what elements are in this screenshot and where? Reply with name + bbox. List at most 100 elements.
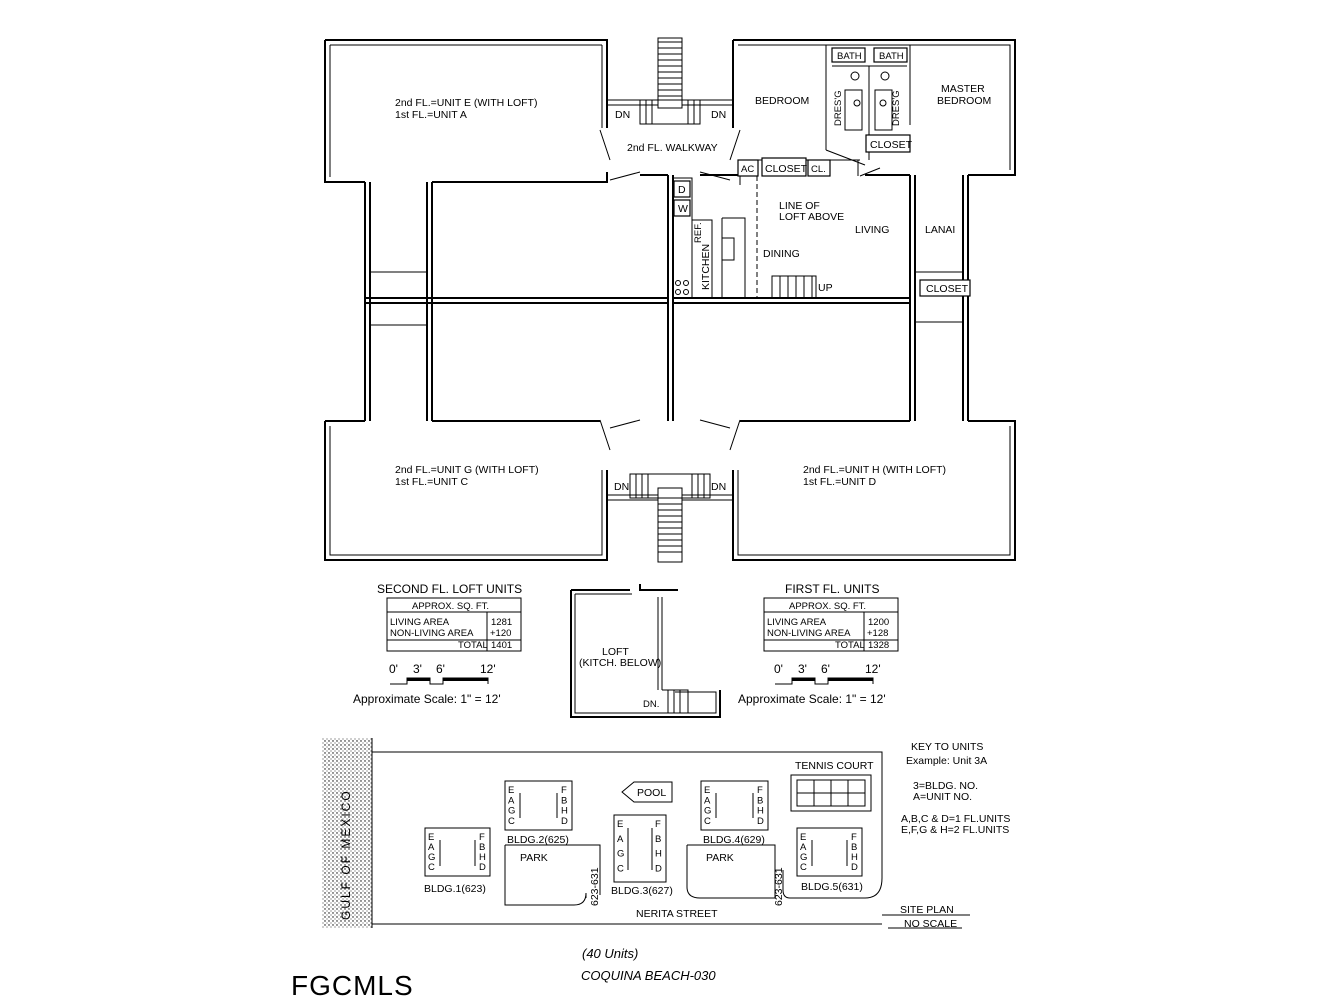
unit-ul-label-1st: 1st FL.=UNIT A	[395, 109, 467, 121]
key-unit: A=UNIT NO.	[913, 791, 972, 803]
unit-letter: D	[851, 862, 858, 873]
dn-label: DN	[711, 481, 726, 493]
bldg-1-footprint	[424, 827, 491, 877]
unit-lr-label-1st: 1st FL.=UNIT D	[803, 476, 876, 488]
building-plan	[324, 37, 1016, 563]
dressing-label: DRES'G	[833, 90, 844, 126]
site-plan: GULF OF MEXICO TENNIS COURT POOL BLDG.1(…	[322, 738, 1010, 930]
key-second-floor: E,F,G & H=2 FL.UNITS	[901, 824, 1009, 836]
bldg-4-footprint	[700, 780, 769, 831]
unit-ll-label-2nd: 2nd FL.=UNIT G (WITH LOFT)	[395, 464, 539, 476]
park-label: PARK	[706, 852, 734, 864]
master-bedroom-label-2: BEDROOM	[937, 95, 991, 107]
first-fl-title: FIRST FL. UNITS	[785, 582, 879, 596]
bldg-5-label: BLDG.5(631)	[801, 881, 863, 893]
scale-tick: 12'	[480, 662, 496, 676]
bldg-2-label: BLDG.2(625)	[507, 834, 569, 846]
total-label: TOTAL	[458, 640, 488, 651]
unit-letter: C	[508, 816, 515, 827]
bedroom-label: BEDROOM	[755, 95, 809, 107]
bldg-4-label: BLDG.4(629)	[703, 834, 765, 846]
unit-letter: H	[561, 806, 568, 817]
bath-label: BATH	[837, 51, 862, 62]
unit-letter: G	[704, 806, 711, 817]
walkway-label: 2nd FL. WALKWAY	[627, 142, 718, 154]
scale-tick: 6'	[821, 662, 830, 676]
bldg-2-footprint	[504, 780, 573, 831]
dn-label: DN	[615, 109, 630, 121]
key-first-floor: A,B,C & D=1 FL.UNITS	[901, 813, 1010, 825]
bldg-5-footprint	[796, 827, 863, 877]
unit-lr-label-2nd: 2nd FL.=UNIT H (WITH LOFT)	[803, 464, 946, 476]
scale-note: Approximate Scale: 1" = 12'	[353, 692, 501, 706]
mls-logo: FGCMLS	[291, 970, 414, 1001]
unit-letter: B	[757, 795, 763, 806]
living-area-label: LIVING AREA	[390, 617, 450, 628]
unit-letter: H	[479, 852, 486, 863]
unit-letter: F	[757, 785, 763, 796]
scale-bar-right: 0' 3' 6' 12' Approximate Scale: 1" = 12'	[738, 662, 886, 706]
unit-letter: B	[561, 795, 567, 806]
dn-label: DN	[711, 109, 726, 121]
unit-letter: F	[561, 785, 567, 796]
unit-letter: C	[617, 863, 624, 874]
bldg-3-footprint	[613, 814, 667, 883]
unit-letter: E	[704, 785, 710, 796]
street-label: NERITA STREET	[636, 908, 718, 920]
pool-label: POOL	[637, 787, 666, 799]
unit-letter: A	[508, 795, 515, 806]
loft-label: LOFT	[602, 646, 629, 658]
up-label: UP	[818, 282, 833, 294]
scale-tick: 0'	[774, 662, 783, 676]
living-area-value: 1200	[868, 617, 889, 628]
loft-detail: LOFT (KITCH. BELOW) DN.	[570, 584, 721, 718]
gulf-shoreline	[322, 738, 372, 928]
nonliving-area-label: NON-LIVING AREA	[390, 628, 474, 639]
unit-letter: A	[800, 842, 807, 853]
table-header: APPROX. SQ. FT.	[412, 601, 489, 612]
second-fl-title: SECOND FL. LOFT UNITS	[377, 582, 522, 596]
unit-letter: H	[851, 852, 858, 863]
unit-ll-walls	[324, 420, 608, 561]
total-value: 1401	[491, 640, 512, 651]
dn-label: DN	[614, 481, 629, 493]
unit-letter: C	[704, 816, 711, 827]
ac-label: AC	[741, 164, 754, 175]
unit-letter: E	[617, 819, 623, 830]
unit-letter: H	[757, 806, 764, 817]
loft-dn-label: DN.	[643, 699, 659, 710]
living-label: LIVING	[855, 224, 889, 236]
unit-letter: D	[757, 816, 764, 827]
unit-letter: G	[617, 849, 624, 860]
unit-ur-walls	[732, 39, 1016, 176]
nonliving-area-label: NON-LIVING AREA	[767, 628, 851, 639]
unit-letter: E	[508, 785, 514, 796]
project-name: COQUINA BEACH-030	[581, 968, 716, 983]
second-floor-table: SECOND FL. LOFT UNITS APPROX. SQ. FT. LI…	[377, 582, 522, 652]
scale-tick: 3'	[413, 662, 422, 676]
master-bedroom-label-1: MASTER	[941, 83, 985, 95]
gulf-label: GULF OF MEXICO	[339, 789, 353, 920]
scale-tick: 0'	[389, 662, 398, 676]
street-range-label: 623-631	[589, 867, 601, 906]
nonliving-area-value: +120	[490, 628, 511, 639]
unit-letter: G	[428, 852, 435, 863]
bldg-1-label: BLDG.1(623)	[424, 883, 486, 895]
unit-letter: A	[428, 842, 435, 853]
first-floor-table: FIRST FL. UNITS APPROX. SQ. FT. LIVING A…	[763, 582, 899, 652]
lower-stair	[629, 473, 711, 563]
scale-bar-left: 0' 3' 6' 12' Approximate Scale: 1" = 12'	[353, 662, 501, 706]
unit-lr-walls	[732, 420, 1016, 561]
bldg-3-label: BLDG.3(627)	[611, 885, 673, 897]
closet-label: CLOSET	[926, 283, 969, 295]
key-title: KEY TO UNITS	[911, 741, 983, 753]
nonliving-area-value: +128	[867, 628, 888, 639]
scale-tick: 6'	[436, 662, 445, 676]
dining-label: DINING	[763, 248, 800, 260]
unit-letter: C	[800, 862, 807, 873]
unit-letter: G	[800, 852, 807, 863]
tennis-court-label: TENNIS COURT	[795, 760, 874, 772]
closet-label: CLOSET	[765, 163, 808, 175]
scale-tick: 12'	[865, 662, 881, 676]
